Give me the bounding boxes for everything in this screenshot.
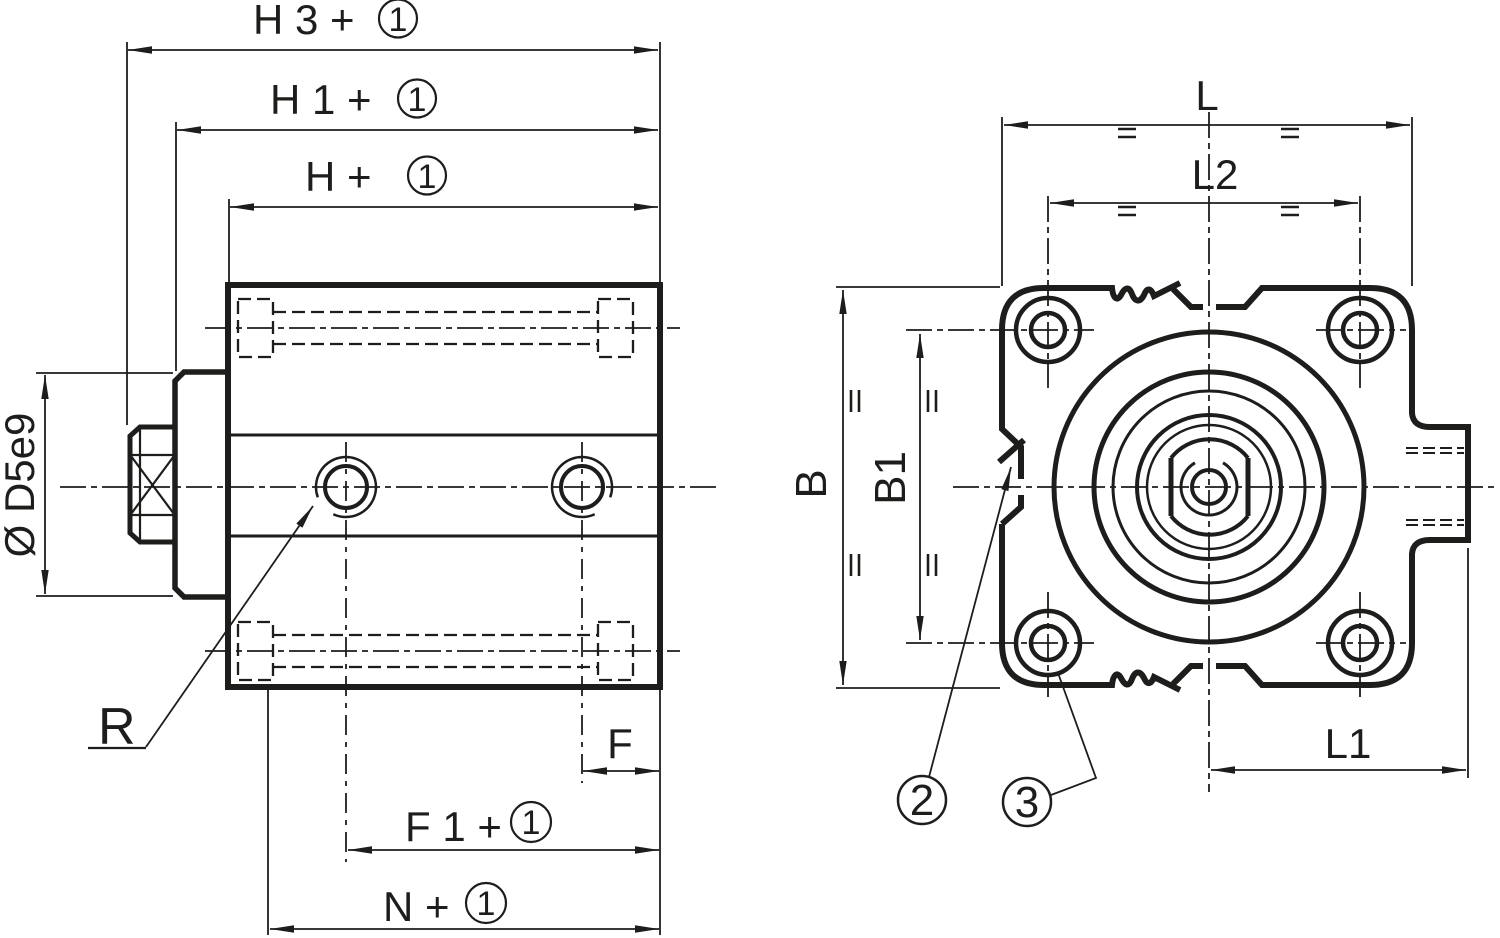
port-right-hole — [559, 464, 605, 510]
index-digit: 1 — [477, 885, 496, 923]
circled-index-h1: 1 — [396, 78, 438, 119]
side-port-tab-fill — [1412, 427, 1468, 540]
port-right-thread-arc — [550, 455, 614, 519]
right-view-centerlines — [906, 112, 1496, 792]
index-digit: 1 — [522, 804, 541, 842]
left-view-dimensions: H 3 + 1 H 1 + 1 H + 1 Ø D5e9 R F F 1 + — [0, 0, 661, 935]
label-h3: H 3 + — [253, 0, 355, 43]
rod-collar — [172, 369, 231, 600]
rod-flats-cross-b — [130, 455, 175, 515]
label-h: H + — [305, 153, 372, 200]
label-f: F — [607, 720, 633, 767]
left-view-ports — [314, 455, 614, 519]
balloon-digit-2: 2 — [910, 776, 934, 825]
equal-marks-l — [1118, 127, 1299, 139]
index-digit: 1 — [408, 81, 427, 119]
index-circle — [406, 155, 448, 196]
leader-r-arrow — [145, 505, 314, 748]
equal-marks-b1 — [926, 390, 938, 576]
index-circle — [377, 0, 419, 39]
circled-index-h3: 1 — [377, 0, 419, 39]
port-left-hole — [323, 464, 369, 510]
label-l2: L2 — [1192, 151, 1239, 198]
left-view — [127, 282, 663, 690]
equal-marks-b — [849, 390, 861, 576]
index-circle — [464, 881, 508, 925]
index-digit: 1 — [418, 158, 437, 196]
cylinder-body-side — [225, 282, 663, 690]
index-circle — [396, 78, 438, 119]
index-circle — [509, 800, 553, 844]
index-digit: 1 — [389, 1, 408, 39]
label-r: R — [98, 698, 136, 756]
circled-index-f1: 1 — [509, 800, 553, 844]
label-h1: H 1 + — [270, 76, 372, 123]
label-l: L — [1195, 72, 1218, 119]
label-b: B — [787, 469, 836, 498]
port-left-thread-arc — [314, 455, 378, 519]
front-body-outline — [997, 280, 1471, 693]
label-n: N + — [383, 883, 450, 930]
right-view-dimensions: L L2 B B1 — [787, 72, 1469, 778]
label-dia: Ø D5e9 — [0, 413, 43, 558]
label-f1: F 1 + — [405, 803, 502, 850]
leader-balloon2-arrow — [928, 466, 1012, 778]
balloon-circle-3 — [1001, 776, 1053, 828]
label-b1: B1 — [866, 451, 915, 505]
circled-index-h: 1 — [406, 155, 448, 196]
leader-balloon3 — [1050, 672, 1098, 796]
balloon-callout-2: 2 — [896, 466, 1012, 826]
balloon-callout-3: 3 — [1001, 672, 1098, 828]
balloon-circle-2 — [896, 774, 948, 826]
circled-index-n: 1 — [464, 881, 508, 925]
tab-hidden-port-lines — [1406, 447, 1464, 526]
balloon-digit-3: 3 — [1015, 778, 1039, 827]
equal-marks-l2 — [1118, 205, 1299, 217]
right-view: L L2 B B1 — [787, 72, 1496, 828]
label-l1: L1 — [1325, 720, 1372, 767]
left-view-centerlines — [60, 327, 716, 862]
